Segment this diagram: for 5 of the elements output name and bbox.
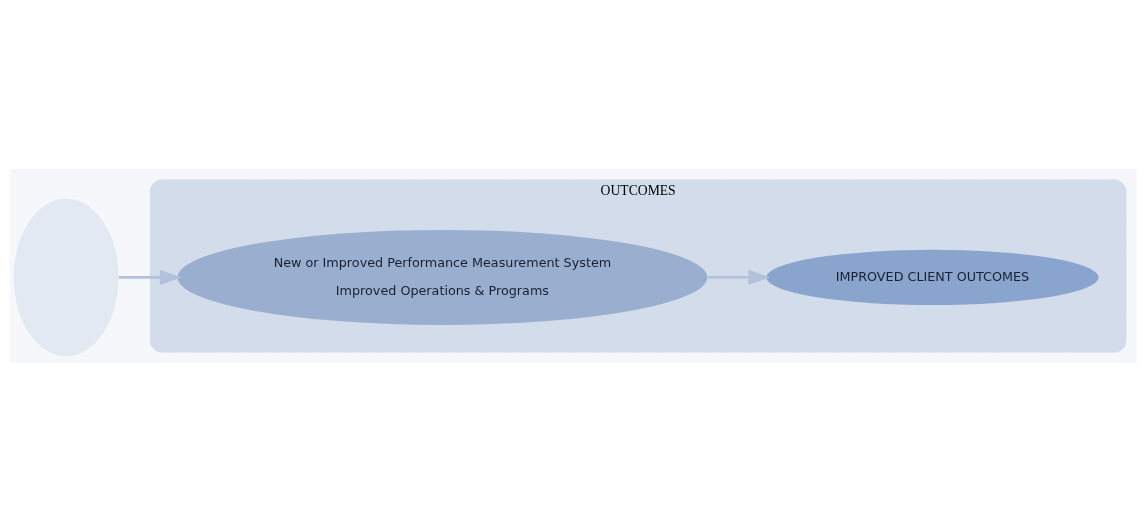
arrow [118,269,182,285]
node-ellipse: New or Improved Performance Measurement System Improved Operations & Programs [177,229,708,325]
node-ellipse [13,198,119,356]
node-ellipse: IMPROVED CLIENT OUTCOMES [766,249,1099,305]
arrow [707,269,771,285]
